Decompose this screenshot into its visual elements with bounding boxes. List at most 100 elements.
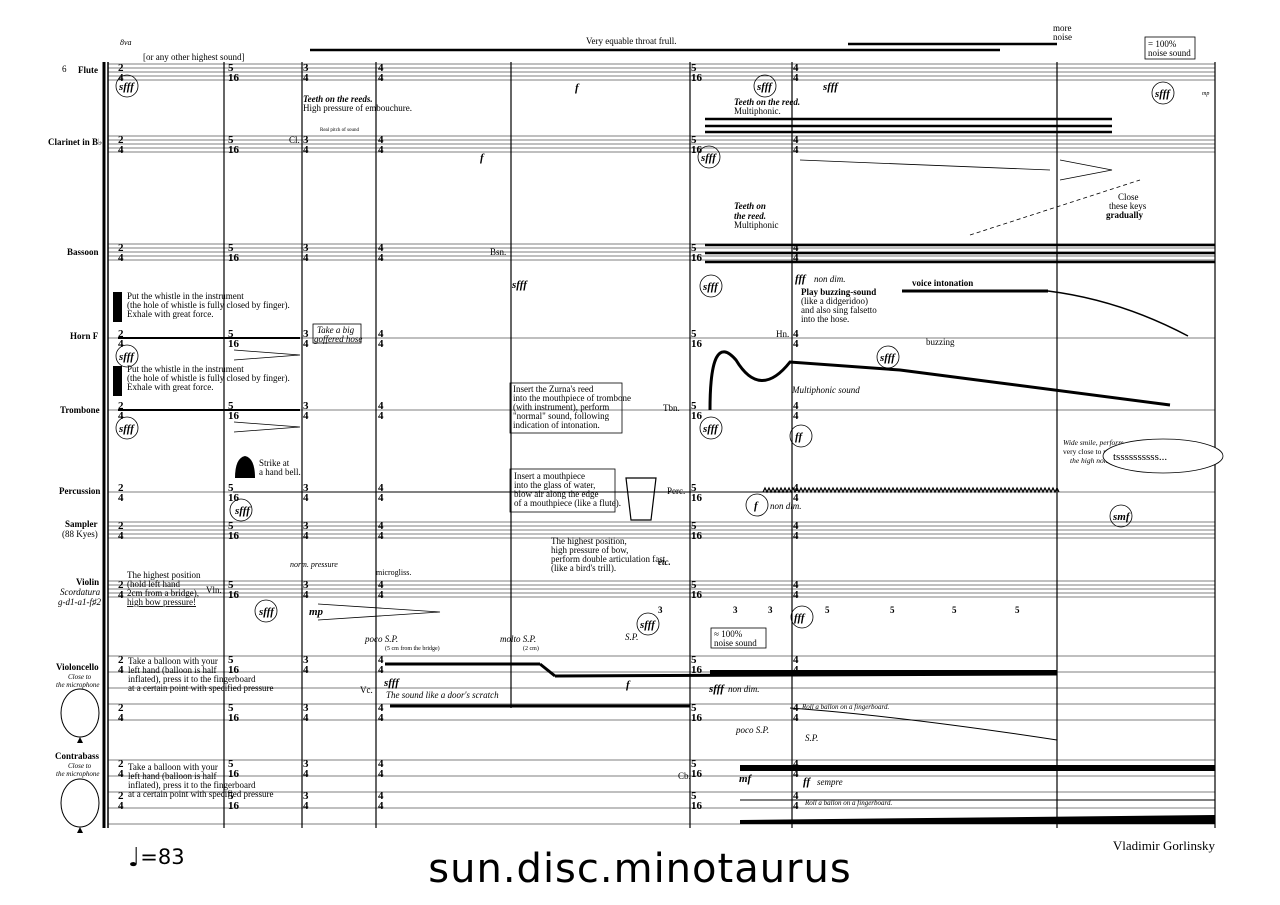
svg-text:4: 4: [378, 589, 384, 601]
svg-text:4: 4: [303, 492, 309, 504]
svg-text:4: 4: [793, 62, 799, 74]
svg-text:4: 4: [118, 530, 124, 542]
dyn-sff: sfff: [383, 677, 400, 689]
dyn-sfff: sfff: [879, 352, 896, 364]
dyn-sfff: sfff: [702, 281, 719, 293]
whistle-icon: [113, 292, 122, 322]
svg-text:5: 5: [228, 400, 234, 412]
svg-text:2: 2: [118, 758, 124, 770]
bassoon-close1: Close: [1118, 192, 1139, 202]
dyn-sfff: sfff: [118, 351, 135, 363]
dyn-smf: smf: [1112, 511, 1131, 523]
svg-text:4: 4: [793, 242, 799, 254]
svg-text:2: 2: [118, 134, 124, 146]
svg-text:4: 4: [378, 400, 384, 412]
instrument-flute: Flute: [78, 65, 98, 75]
instrument-cello: Violoncello: [56, 662, 99, 672]
svg-text:4: 4: [378, 790, 384, 802]
dyn-fff: fff: [795, 273, 807, 285]
svg-text:4: 4: [378, 712, 384, 724]
svg-text:3: 3: [768, 605, 773, 615]
svg-text:16: 16: [691, 72, 703, 84]
svg-text:16: 16: [691, 664, 703, 676]
svg-text:16: 16: [691, 800, 703, 812]
svg-text:4: 4: [793, 589, 799, 601]
dyn-sempre: sempre: [817, 777, 843, 787]
svg-text:4: 4: [793, 579, 799, 591]
svg-text:4: 4: [378, 134, 384, 146]
instrument-violin-sub1: Scordatura: [60, 587, 101, 597]
svg-text:3: 3: [303, 400, 309, 412]
svg-text:4: 4: [378, 328, 384, 340]
trombone-whistle2: (the hole of whistle is fully closed by …: [127, 373, 290, 383]
svg-text:16: 16: [228, 768, 240, 780]
svg-text:5: 5: [691, 758, 697, 770]
perc-glass2: into the glass of water,: [514, 480, 595, 490]
bassoon-close2: these keys: [1109, 201, 1147, 211]
perc-bell1: Strike at: [259, 458, 290, 468]
svg-text:4: 4: [118, 338, 124, 350]
svg-text:4: 4: [118, 800, 124, 812]
svg-text:4: 4: [303, 589, 309, 601]
svg-text:4: 4: [793, 482, 799, 494]
violin-high2: (hold left hand: [127, 579, 180, 589]
dyn-sfff: sfff: [822, 81, 839, 93]
instrument-violin: Violin: [76, 577, 99, 587]
svg-text:4: 4: [303, 410, 309, 422]
svg-text:4: 4: [118, 410, 124, 422]
dyn-mf: mf: [739, 773, 753, 785]
svg-text:16: 16: [691, 144, 703, 156]
svg-text:4: 4: [118, 712, 124, 724]
svg-text:2: 2: [118, 654, 124, 666]
svg-text:16: 16: [228, 712, 240, 724]
perc-smile3: the high noise-sound.: [1070, 456, 1134, 465]
svg-text:5: 5: [691, 482, 697, 494]
instrument-percussion: Percussion: [59, 486, 100, 496]
instrument-cello-sub1: Close to: [68, 673, 92, 681]
svg-text:4: 4: [793, 758, 799, 770]
svg-text:2: 2: [118, 790, 124, 802]
svg-text:4: 4: [793, 768, 799, 780]
trombone-whistle1: Put the whistle in the instrument: [127, 364, 244, 374]
cello-poco-sp: poco S.P.: [364, 634, 398, 644]
perc-glass1: Insert a mouthpiece: [514, 471, 585, 481]
horn-whistle2: (the hole of whistle is fully closed by …: [127, 300, 290, 310]
svg-text:4: 4: [378, 800, 384, 812]
svg-text:4: 4: [303, 664, 309, 676]
dynamics: sfff f sfff sfff sfff mp f sfff sfff sff…: [115, 74, 1209, 788]
svg-text:3: 3: [658, 605, 663, 615]
dyn-ff: ff: [795, 431, 803, 443]
svg-text:4: 4: [793, 654, 799, 666]
notation-marks: [113, 42, 1215, 824]
svg-text:2: 2: [118, 702, 124, 714]
trombone-zurna3: (with instrument), perform: [513, 402, 609, 412]
trombone-whistle3: Exhale with great force.: [127, 382, 213, 392]
svg-text:5: 5: [228, 579, 234, 591]
svg-text:16: 16: [228, 664, 240, 676]
tempo-marking: ♩=83: [128, 841, 185, 873]
dyn-mp: mp: [309, 606, 324, 618]
bassoon-close3: gradually: [1106, 210, 1144, 220]
instrument-violin-sub2: g-d1-a1-f♯2: [58, 597, 101, 607]
svg-text:4: 4: [378, 520, 384, 532]
svg-text:3: 3: [303, 579, 309, 591]
abbr-tbn: Tbn.: [663, 403, 680, 413]
dyn-sfff: sfff: [639, 619, 656, 631]
dyn-sff: sfff: [511, 279, 528, 291]
dyn-non-dim: non dim.: [814, 274, 846, 284]
svg-text:16: 16: [228, 800, 240, 812]
abbr-cb: Cb.: [678, 771, 691, 781]
bass-balloon2: left hand (balloon is half: [128, 771, 216, 781]
instrument-cello-sub2: the microphone: [56, 681, 99, 689]
instrument-horn: Horn F: [70, 331, 99, 341]
violin-high4: high bow pressure!: [127, 597, 196, 607]
svg-text:4: 4: [793, 400, 799, 412]
trombone-zurna1: Insert the Zurna's reed: [513, 384, 594, 394]
svg-text:4: 4: [378, 410, 384, 422]
cello-balloon3: inflated), press it to the fingerboard: [128, 674, 256, 684]
svg-text:4: 4: [793, 712, 799, 724]
svg-text:4: 4: [793, 338, 799, 350]
svg-text:4: 4: [378, 144, 384, 156]
